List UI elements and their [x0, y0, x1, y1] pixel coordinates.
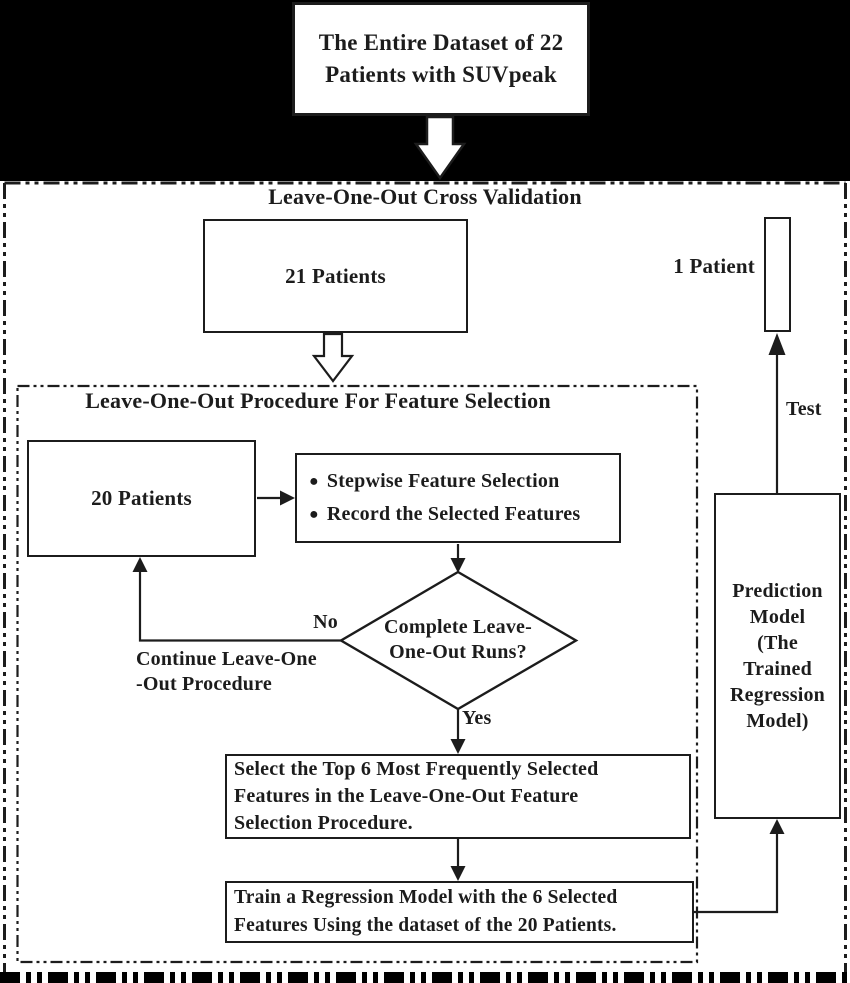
arrowhead-icon — [768, 333, 786, 355]
patients-20-box: 20 Patients — [27, 440, 256, 557]
loocv-title: Leave-One-Out Cross Validation — [268, 184, 582, 209]
down-block-arrow-icon — [311, 332, 355, 383]
stepwise-item-2: ●Record the Selected Features — [309, 498, 580, 531]
feature-selection-title: Leave-One-Out Procedure For Feature Sele… — [85, 388, 551, 413]
train-regression-line2: Features Using the dataset of the 20 Pat… — [234, 915, 617, 936]
test-label: Test — [786, 398, 822, 420]
select-top6-line3: Selection Procedure. — [234, 812, 413, 834]
dataset-box-line2: Patients with SUVpeak — [325, 62, 557, 87]
train-regression-line1: Train a Regression Model with the 6 Sele… — [234, 887, 618, 908]
yes-label: Yes — [462, 707, 492, 729]
prediction-line5: Regression — [730, 684, 825, 706]
prediction-line6: Model) — [746, 710, 809, 732]
patient-1-label: 1 Patient — [673, 254, 755, 278]
decision-line1: Complete Leave- — [384, 616, 532, 638]
prediction-line3: (The — [757, 632, 798, 654]
no-label: No — [313, 611, 338, 633]
select-top6-line1: Select the Top 6 Most Frequently Selecte… — [234, 758, 599, 780]
continue-line1: Continue Leave-One — [136, 648, 317, 670]
holdout-patient-strip — [764, 217, 791, 332]
prediction-line1: Prediction — [732, 580, 823, 602]
select-top6-box: Select the Top 6 Most Frequently Selecte… — [225, 754, 691, 839]
bullet-icon: ● — [309, 473, 319, 490]
decision-text: Complete Leave- One-Out Runs? — [368, 615, 548, 665]
decision-line2: One-Out Runs? — [389, 641, 527, 663]
stepwise-selection-box: ●Stepwise Feature Selection ●Record the … — [295, 453, 621, 543]
dataset-box: The Entire Dataset of 22 Patients with S… — [292, 2, 590, 116]
continue-line2: -Out Procedure — [136, 673, 272, 695]
arrow-train-to-prediction — [694, 830, 779, 914]
prediction-model-box: Prediction Model (The Trained Regression… — [714, 493, 841, 819]
arrowhead-icon — [132, 557, 148, 572]
bullet-icon: ● — [309, 506, 319, 523]
arrowhead-icon — [280, 490, 295, 506]
stepwise-item-1: ●Stepwise Feature Selection — [309, 465, 559, 498]
patients-21-label: 21 Patients — [285, 263, 386, 288]
select-top6-line2: Features in the Leave-One-Out Feature — [234, 785, 579, 807]
dataset-box-line1: The Entire Dataset of 22 — [318, 30, 564, 55]
patients-20-label: 20 Patients — [91, 486, 192, 510]
prediction-line4: Trained — [743, 658, 812, 680]
arrowhead-icon — [450, 866, 466, 881]
continue-label: Continue Leave-One -Out Procedure — [136, 647, 376, 697]
patients-21-box: 21 Patients — [203, 219, 468, 333]
arrowhead-icon — [450, 558, 466, 573]
train-regression-box: Train a Regression Model with the 6 Sele… — [225, 881, 694, 943]
arrowhead-icon — [450, 739, 466, 754]
prediction-line2: Model — [749, 606, 806, 628]
arrowhead-icon — [769, 819, 785, 834]
